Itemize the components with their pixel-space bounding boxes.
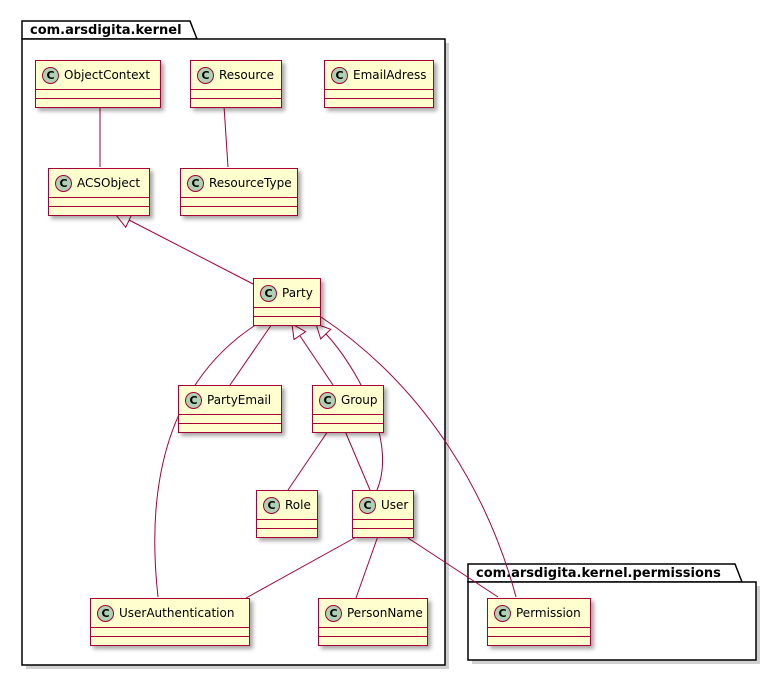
fields-compartment [49,197,149,206]
methods-compartment [313,423,383,432]
relations [99,105,517,599]
class-header: C Party [254,279,320,307]
methods-compartment [49,206,149,215]
fields-compartment [191,89,281,98]
methods-compartment [181,206,297,215]
class-acsobject: C ACSObject [48,168,150,216]
class-name: UserAuthentication [119,606,235,620]
class-party: C Party [253,278,321,326]
fields-compartment [181,197,297,206]
edge-group-role [287,430,329,491]
methods-compartment [257,528,317,537]
class-icon: C [494,604,511,622]
edge-user-userauthentication [245,535,359,599]
methods-compartment [191,98,281,107]
class-header: C PersonName [319,599,427,627]
edge-partyemail-party [229,323,273,386]
class-partyemail: C PartyEmail [178,385,282,433]
class-name: Permission [516,606,581,620]
methods-compartment [319,636,427,645]
class-name: ResourceType [209,176,292,190]
fields-compartment [319,627,427,636]
class-name: PartyEmail [207,393,272,407]
methods-compartment [179,423,281,432]
package-kernel-title: com.arsdigita.kernel [30,23,182,38]
fields-compartment [254,307,320,316]
class-header: C EmailAdress [325,61,433,89]
edge-permission-party [320,316,517,598]
class-icon: C [359,496,376,514]
class-icon: C [325,604,342,622]
class-name: Role [285,498,311,512]
fields-compartment [313,414,383,423]
methods-compartment [36,98,160,107]
generalization-arrow-party-2 [315,323,332,340]
class-icon: C [187,174,204,192]
class-icon: C [263,496,280,514]
class-header: C ObjectContext [36,61,160,89]
edge-userauthentication-party [154,323,258,598]
class-name: Group [341,393,378,407]
edge-group-user [344,430,371,491]
fields-compartment [353,519,413,528]
class-header: C ACSObject [49,169,149,197]
edge-user-personname [355,535,379,599]
class-role: C Role [256,490,318,538]
class-userauthentication: C UserAuthentication [90,598,250,646]
methods-compartment [353,528,413,537]
class-objectcontext: C ObjectContext [35,60,161,108]
fields-compartment [179,414,281,423]
methods-compartment [325,98,433,107]
class-icon: C [185,391,202,409]
class-icon: C [55,174,72,192]
class-name: Resource [219,68,275,82]
class-name: User [381,498,409,512]
class-icon: C [97,604,114,622]
class-header: C Resource [191,61,281,89]
class-icon: C [319,391,336,409]
methods-compartment [91,636,249,645]
class-group: C Group [312,385,384,433]
class-icon: C [331,66,348,84]
fields-compartment [36,89,160,98]
class-header: C User [353,491,413,519]
edge-group-extends-party [299,335,334,386]
methods-compartment [488,636,590,645]
class-permission: C Permission [487,598,591,646]
class-personname: C PersonName [318,598,428,646]
class-name: Party [282,286,313,300]
class-name: PersonName [347,606,423,620]
fields-compartment [488,627,590,636]
generalization-arrow-party-1 [291,323,307,341]
class-icon: C [260,284,277,302]
class-header: C UserAuthentication [91,599,249,627]
class-header: C Permission [488,599,590,627]
package-kernel-body [21,38,446,666]
fields-compartment [91,627,249,636]
class-name: ACSObject [77,176,141,190]
class-header: C Group [313,386,383,414]
class-icon: C [42,66,59,84]
class-header: C Role [257,491,317,519]
edge-resource-resourcetype [223,105,229,168]
class-name: EmailAdress [353,68,427,82]
class-resource: C Resource [190,60,282,108]
fields-compartment [257,519,317,528]
edge-party-extends-acsobject [128,219,256,286]
edge-permission-user [404,535,499,598]
class-header: C PartyEmail [179,386,281,414]
class-user: C User [352,490,414,538]
class-resourcetype: C ResourceType [180,168,298,216]
class-icon: C [197,66,214,84]
fields-compartment [325,89,433,98]
class-name: ObjectContext [64,68,151,82]
class-header: C ResourceType [181,169,297,197]
package-permissions-title: com.arsdigita.kernel.permissions [476,566,721,581]
class-emailadress: C EmailAdress [324,60,434,108]
methods-compartment [254,316,320,325]
